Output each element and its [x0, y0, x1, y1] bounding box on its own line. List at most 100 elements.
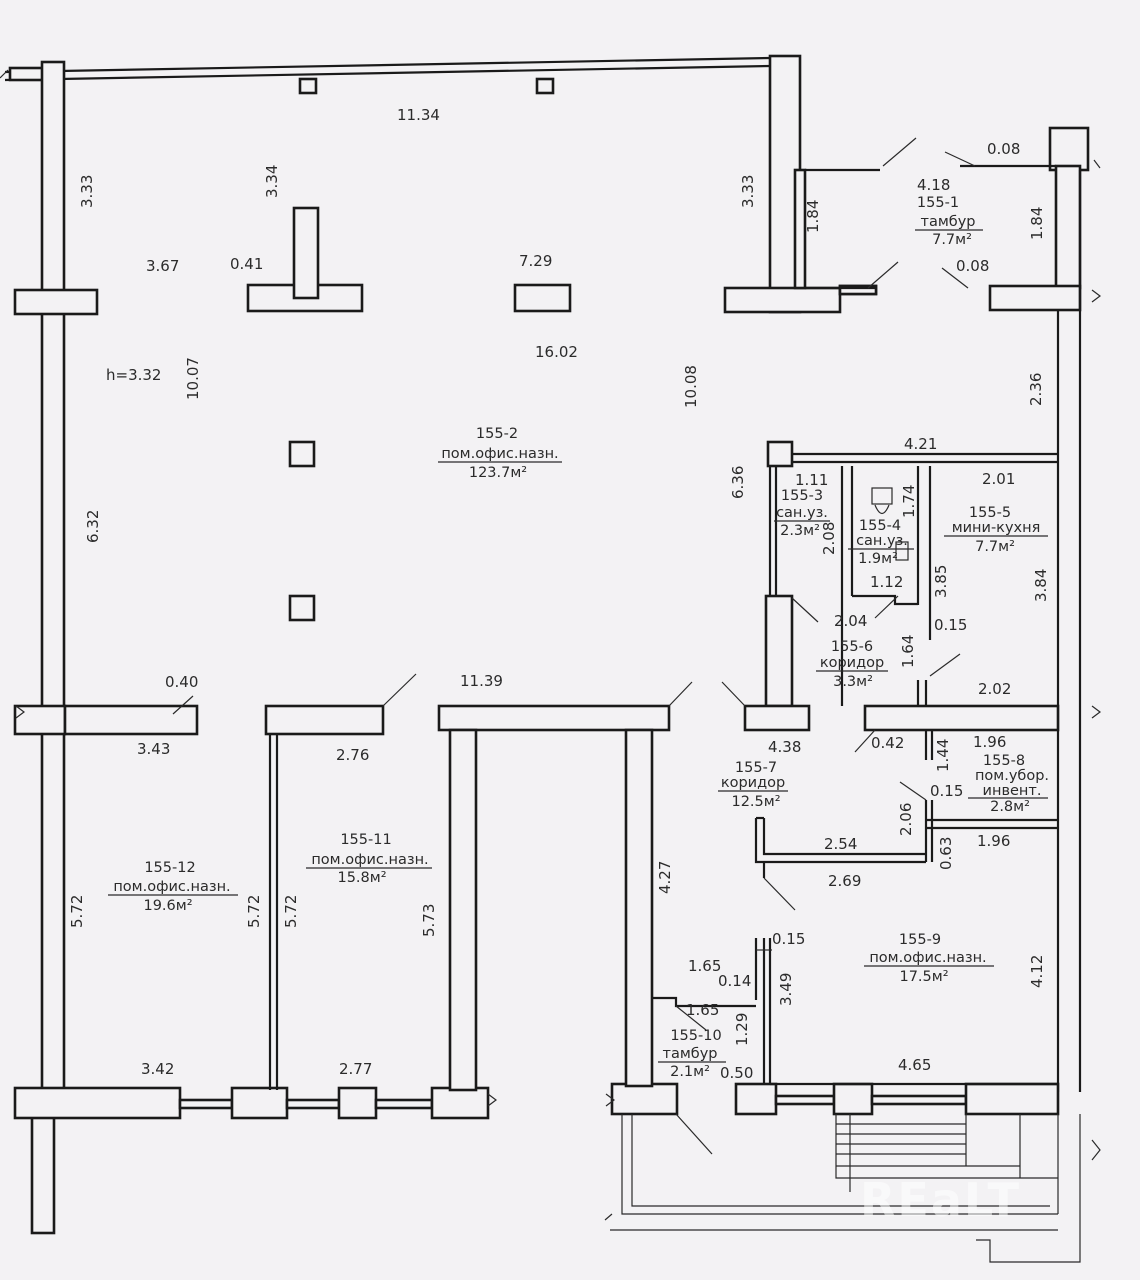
dim: 10.07: [184, 357, 202, 400]
dim: 2.76: [336, 746, 369, 764]
porch-stairs: [0, 69, 1101, 1263]
room-155-6: 155-6 коридор 3.3м²: [816, 639, 888, 690]
dim: 0.15: [772, 930, 805, 948]
dim: 2.69: [828, 872, 861, 890]
dim: 2.77: [339, 1060, 372, 1078]
wall-outer-top: [4, 56, 771, 82]
room-name: пом.офис.назн.: [869, 950, 986, 966]
dim: 5.72: [68, 895, 86, 928]
dim: 1.74: [900, 485, 918, 518]
dim: 6.36: [729, 466, 747, 499]
dim: 3.84: [1032, 569, 1050, 602]
room-id: 155-10: [670, 1028, 721, 1044]
dim: 0.63: [937, 837, 955, 870]
dim: 0.41: [230, 255, 263, 273]
dim: 2.01: [982, 470, 1015, 488]
dimension-labels: 11.34 3.67 0.41 7.29 16.02 0.40 11.39 3.…: [137, 106, 1020, 1082]
room-name: сан.уз.: [856, 533, 908, 549]
room-name: сан.уз.: [776, 505, 828, 521]
dim: 4.12: [1028, 955, 1046, 988]
room-name-line2: инвент.: [983, 783, 1042, 799]
dim: 1.64: [899, 635, 917, 668]
dim: 3.42: [141, 1060, 174, 1078]
dim: 4.18: [917, 176, 950, 194]
room-name: тамбур: [921, 214, 976, 230]
dim: 5.72: [282, 895, 300, 928]
room-area: 17.5м²: [899, 969, 948, 985]
room-155-5: 155-5 мини-кухня 7.7м²: [944, 505, 1048, 555]
dim: 0.15: [930, 782, 963, 800]
room-area: 7.7м²: [932, 232, 972, 248]
partition-t-wall: [246, 206, 364, 313]
room-area: 2.8м²: [990, 799, 1030, 815]
room-area: 7.7м²: [975, 539, 1015, 555]
dim: 3.43: [137, 740, 170, 758]
room-155-7: 155-7 коридор 12.5м²: [718, 760, 788, 810]
dim: 0.42: [871, 734, 904, 752]
room-area: 12.5м²: [731, 794, 780, 810]
room-155-9: 155-9 пом.офис.назн. 17.5м²: [864, 932, 994, 985]
room-name: пом.офис.назн.: [311, 852, 428, 868]
dim: 0.14: [718, 972, 751, 990]
room-155-8: 155-8 пом.убор. инвент. 2.8м²: [968, 753, 1049, 815]
wall-bottom: [13, 1082, 1060, 1120]
dim: 0.08: [987, 140, 1020, 158]
room-area: 1.9м²: [858, 551, 898, 567]
dimension-labels-vertical: 3.33 3.34 3.33 10.07 10.08 6.32 5.72 5.7…: [68, 165, 1050, 1046]
dim: 3.33: [78, 175, 96, 208]
room-id: 155-5: [969, 505, 1011, 521]
dim: 16.02: [535, 343, 578, 361]
room-155-11: 155-11 пом.офис.назн. 15.8м²: [306, 832, 432, 886]
interior-walls: [63, 164, 1060, 1092]
dim: 1.84: [1028, 207, 1046, 240]
dim: 3.85: [932, 565, 950, 598]
room-id: 155-8: [983, 753, 1025, 769]
dim: 2.08: [820, 522, 838, 555]
dim: 1.11: [795, 471, 828, 489]
room-155-10: 155-10 тамбур 2.1м²: [658, 1028, 726, 1080]
dim: 1.29: [733, 1013, 751, 1046]
room-155-4: 155-4 сан.уз. 1.9м²: [848, 518, 914, 567]
columns: [288, 77, 794, 622]
dim: 1.84: [804, 200, 822, 233]
dim: 7.29: [519, 252, 552, 270]
room-area: 123.7м²: [469, 465, 527, 481]
room-name: тамбур: [663, 1046, 718, 1062]
room-id: 155-1: [917, 195, 959, 211]
dim: 4.65: [898, 1056, 931, 1074]
dim: 1.65: [688, 957, 721, 975]
door-swings: [172, 137, 976, 1155]
dim: 1.96: [977, 832, 1010, 850]
room-id: 155-3: [781, 488, 823, 504]
dim: 0.40: [165, 673, 198, 691]
dim: 11.39: [460, 672, 503, 690]
wall-upper-right: [723, 54, 1090, 1092]
dim: 0.15: [934, 616, 967, 634]
room-area: 15.8м²: [337, 870, 386, 886]
room-155-1: 155-1 тамбур 7.7м²: [915, 195, 983, 248]
dim: 10.08: [682, 365, 700, 408]
room-name: коридор: [820, 655, 884, 671]
dim: 2.02: [978, 680, 1011, 698]
dim: 2.54: [824, 835, 857, 853]
room-name: пом.офис.назн.: [113, 879, 230, 895]
watermark-text: REaLT: [860, 1173, 1021, 1227]
room-id: 155-12: [144, 860, 195, 876]
room-id: 155-2: [476, 426, 518, 442]
room-155-12: 155-12 пом.офис.назн. 19.6м²: [108, 860, 238, 914]
room-name: мини-кухня: [952, 520, 1041, 536]
ceiling-height-label: h=3.32: [106, 366, 161, 384]
dim: 3.34: [263, 165, 281, 198]
dim: 0.50: [720, 1064, 753, 1082]
room-name: пом.офис.назн.: [441, 446, 558, 462]
dim: 4.38: [768, 738, 801, 756]
room-id: 155-9: [899, 932, 941, 948]
dim: 2.04: [834, 612, 867, 630]
room-area: 2.3м²: [780, 523, 820, 539]
room-id: 155-6: [831, 639, 873, 655]
dim: 1.44: [934, 739, 952, 772]
dim: 1.96: [973, 733, 1006, 751]
room-name: пом.убор.: [975, 768, 1049, 784]
wall-outer-left: [13, 60, 99, 1235]
